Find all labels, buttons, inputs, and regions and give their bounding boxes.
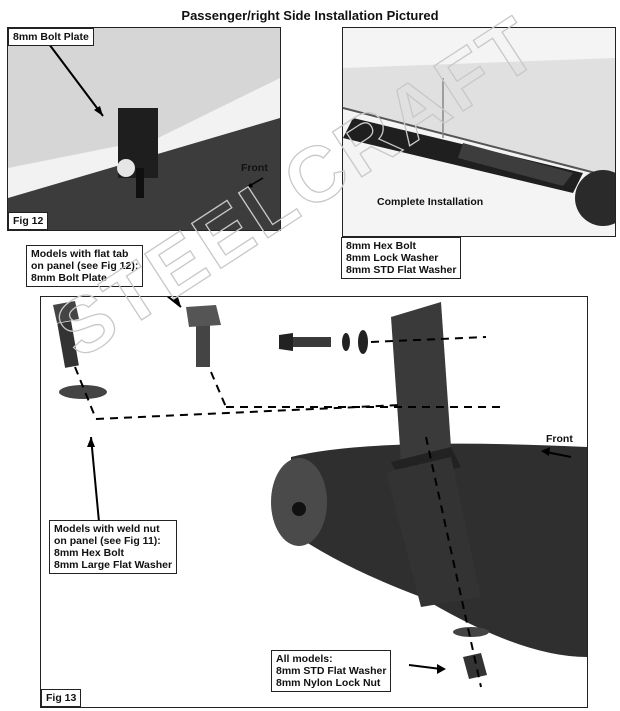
fig13-weld-nut-callout: Models with weld nut on panel (see Fig 1…: [49, 520, 178, 574]
complete-installation-photo: Complete Installation: [342, 27, 616, 237]
fig12-label: Fig 12: [8, 212, 49, 230]
fig13-illustration: [53, 297, 587, 688]
fig12-bolt-plate-callout: 8mm Bolt Plate: [8, 28, 94, 46]
fig13-all-models-callout: All models: 8mm STD Flat Washer 8mm Nylo…: [271, 650, 392, 692]
fig13-label: Fig 13: [41, 689, 82, 707]
truck-illustration: [343, 28, 615, 236]
fig12-illustration: [8, 28, 280, 230]
hex-bolt-callout: 8mm Hex Bolt 8mm Lock Washer 8mm STD Fla…: [341, 237, 462, 279]
fig13-front-label: Front: [546, 433, 573, 445]
fig12-front-label: Front: [241, 162, 268, 174]
flat-tab-callout: Models with flat tab on panel (see Fig 1…: [26, 245, 144, 287]
complete-installation-caption: Complete Installation: [377, 196, 484, 208]
fig12-photo: 8mm Bolt Plate Front Fig 12: [7, 27, 281, 231]
page-title: Passenger/right Side Installation Pictur…: [181, 8, 439, 23]
fig13-diagram: Front Models with weld nut on panel (see…: [40, 296, 588, 708]
